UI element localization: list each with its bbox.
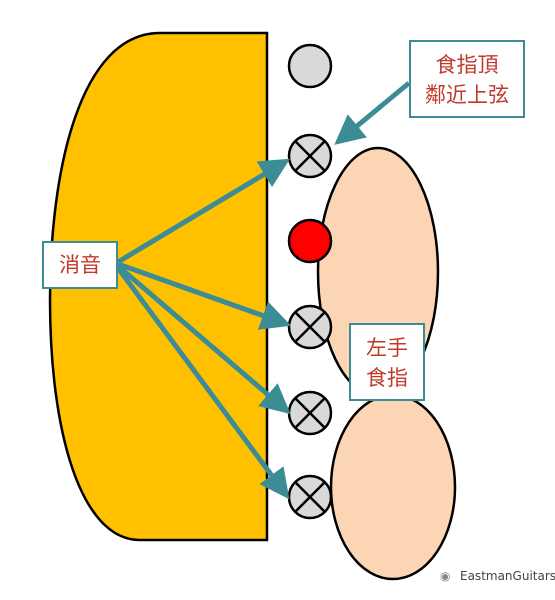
arrow-mute-string5 <box>116 264 291 415</box>
arrow-index-tip <box>334 81 411 145</box>
label-left-index-line1: 左手 <box>366 336 408 360</box>
wechat-icon: ◉ <box>440 569 451 583</box>
watermark: ◉ EastmanGuitars <box>440 569 555 583</box>
string-2-muted <box>287 133 333 179</box>
label-index-tip: 食指頂 鄰近上弦 <box>409 40 525 118</box>
finger-lower-segment <box>329 393 457 581</box>
arrow-mute-string4 <box>117 261 292 330</box>
label-left-index-line2: 食指 <box>366 366 408 390</box>
string-3-pressed <box>287 218 333 264</box>
string-1-open <box>287 43 333 89</box>
strings-group <box>287 43 333 520</box>
arrows-group <box>115 81 411 500</box>
arrow-mute-string2 <box>116 158 291 265</box>
string-4-muted <box>287 304 333 350</box>
string-5-muted <box>287 390 333 436</box>
watermark-text: EastmanGuitars <box>460 569 555 583</box>
label-mute-text: 消音 <box>59 253 101 277</box>
label-index-tip-line1: 食指頂 <box>435 53 499 77</box>
label-left-index: 左手 食指 <box>349 323 425 401</box>
palm-shape <box>48 31 269 542</box>
label-index-tip-line2: 鄰近上弦 <box>425 83 509 107</box>
arrow-mute-string6 <box>115 266 290 500</box>
label-mute: 消音 <box>42 241 118 289</box>
string-6-muted <box>287 474 333 520</box>
